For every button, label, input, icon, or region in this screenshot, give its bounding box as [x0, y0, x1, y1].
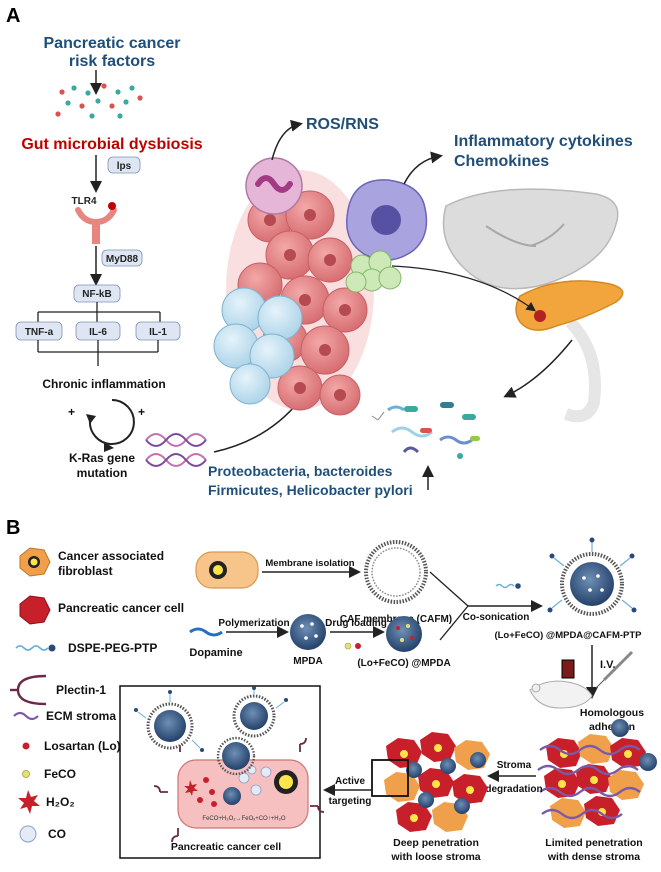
cycle-arrows-icon — [86, 399, 135, 452]
legend-ecm-label: ECM stroma — [46, 709, 116, 723]
legend-h2o2-label: H₂O₂ — [46, 795, 75, 809]
losartan-dot-icon — [355, 643, 361, 649]
active-targeting-line1: Active — [335, 776, 365, 787]
ros-rns-label: ROS/RNS — [306, 116, 379, 133]
active-targeting-line2: targeting — [329, 796, 372, 807]
panel-b-letter: B — [6, 517, 20, 539]
cafm-vesicle-icon — [364, 540, 428, 604]
reaction-equation-label: FeCO+H₂O₂→FeOₓ+CO↑+H₂O — [202, 816, 285, 822]
blue-cell-cluster-icon — [213, 287, 303, 405]
stroma-degradation-line1: Stroma — [497, 760, 532, 771]
ecm-stroma-legend-icon — [13, 711, 39, 721]
chronic-inflammation-label: Chronic inflammation — [42, 377, 165, 391]
dopamine-label: Dopamine — [189, 647, 242, 659]
gut-dysbiosis-label: Gut microbial dysbiosis — [21, 136, 202, 153]
caf-source-cell-icon — [195, 551, 259, 589]
kras-label-line1: K-Ras gene — [69, 451, 135, 465]
stroma-degradation-line2: degradation — [485, 784, 542, 795]
bacteria-label-line2: Firmicutes, Helicobacter pylori — [208, 482, 413, 498]
dspe-strand-icon — [495, 583, 521, 589]
lo-feco-mpda-label: (Lo+FeCO) @MPDA — [357, 658, 450, 669]
lps-box — [107, 156, 141, 174]
lps-label: lps — [117, 161, 132, 172]
plectin-legend-icon — [10, 674, 47, 706]
mpda-particle-icon — [290, 614, 326, 650]
deep-penetration-line2: with loose stroma — [390, 851, 480, 863]
deep-penetration-line1: Deep penetration — [393, 837, 479, 849]
nfkb-label: NF-kB — [82, 289, 111, 300]
kras-label-line2: mutation — [77, 466, 128, 480]
feco-legend-icon — [22, 770, 30, 778]
losartan-legend-icon — [22, 742, 30, 750]
final-nanoparticle-icon — [547, 537, 637, 616]
targeted-cancer-cell-icon — [153, 737, 325, 843]
membrane-isolation-label: Membrane isolation — [265, 558, 354, 569]
legend-caf-label: Cancer associated — [58, 549, 164, 563]
il6-label: IL-6 — [89, 327, 107, 338]
tlr4-label: TLR4 — [72, 196, 97, 207]
il1-label: IL-1 — [149, 327, 167, 338]
legend-caf-label-line2: fibroblast — [58, 564, 113, 578]
dspe-peg-ptp-legend-icon — [15, 644, 56, 652]
loose-stroma-tumor-icon — [371, 732, 490, 832]
tnfa-label: TNF-a — [25, 327, 54, 338]
pcc-legend-icon — [19, 595, 51, 625]
cytokines-label-line1: Inflammatory cytokines — [454, 133, 633, 150]
co-sonication-label: Co-sonication — [463, 612, 530, 623]
zoom-pcc-label: Pancreatic cancer cell — [171, 841, 281, 853]
limited-penetration-line1: Limited penetration — [545, 837, 642, 849]
zoom-nanoparticle-top-icon — [232, 686, 288, 738]
bacteria-cluster-icon — [371, 402, 480, 459]
mouse-injection-icon — [529, 650, 634, 709]
macrophage-cell-icon — [346, 179, 428, 261]
risk-factors-title-line2: risk factors — [69, 53, 155, 70]
legend-pcc-label: Pancreatic cancer cell — [58, 601, 184, 615]
legend-losartan-label: Losartan (Lo) — [44, 739, 121, 753]
neutrophil-cell-icon — [245, 157, 303, 215]
polymerization-label: Polymerization — [218, 618, 289, 629]
caf-legend-icon — [19, 547, 51, 577]
zoom-nanoparticle-bound-icon — [216, 736, 256, 776]
lymphocyte-cluster-icon — [345, 250, 402, 293]
iv-label: I.V. — [600, 659, 616, 671]
legend-feco-label: FeCO — [44, 767, 76, 781]
dopamine-icon — [189, 627, 223, 637]
cytokines-label-line2: Chemokines — [454, 153, 549, 170]
dna-helix-icon — [145, 433, 207, 467]
h2o2-legend-icon — [18, 790, 40, 814]
co-legend-icon — [19, 825, 37, 843]
lo-feco-mpda-particle-icon — [386, 616, 422, 652]
mpda-label: MPDA — [293, 656, 322, 667]
plus-sign-left: + — [68, 405, 75, 419]
feco-dot-icon — [344, 642, 352, 650]
final-np-label: (Lo+FeCO) @MPDA@CAFM-PTP — [494, 630, 642, 641]
plus-sign-right: + — [138, 405, 145, 419]
myd88-label: MyD88 — [106, 254, 139, 265]
tnfa-box — [15, 321, 63, 341]
legend-co-label: CO — [48, 827, 66, 841]
zoom-nanoparticle-left-icon — [134, 690, 204, 752]
drug-loading-label: Drug loading — [325, 618, 387, 629]
bacteria-label-line1: Proteobacteria, bacteroides — [208, 463, 393, 479]
liver-pancreas-organ-icon — [442, 188, 624, 423]
limited-penetration-line2: with dense stroma — [547, 851, 640, 863]
risk-factors-title-line1: Pancreatic cancer — [44, 35, 181, 52]
legend-plectin-label: Plectin-1 — [56, 683, 106, 697]
homologous-label-line1: Homologous — [580, 707, 644, 719]
microbe-dots-icon — [55, 83, 143, 119]
myd88-box — [101, 249, 143, 267]
tlr4-receptor-icon — [75, 202, 117, 244]
dense-stroma-tumor-icon — [537, 719, 657, 828]
panel-a-letter: A — [6, 5, 20, 27]
legend-dspe-label: DSPE-PEG-PTP — [68, 641, 157, 655]
